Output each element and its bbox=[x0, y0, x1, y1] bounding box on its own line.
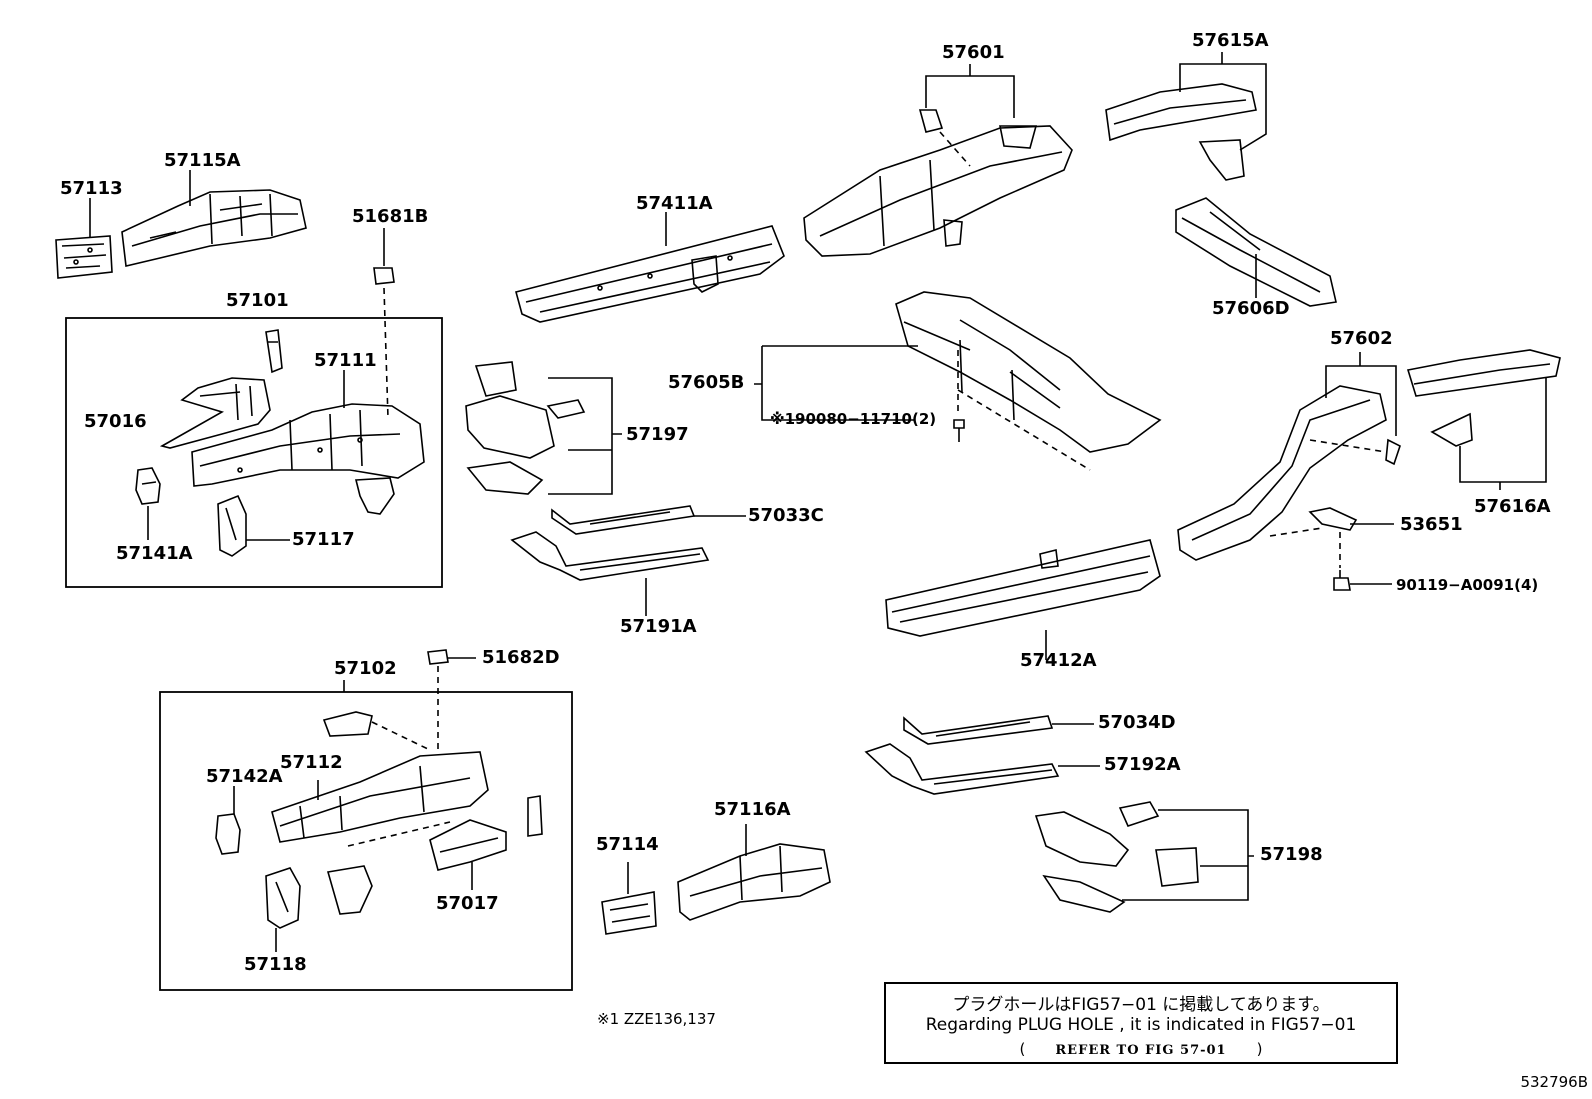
label-57615A: 57615A bbox=[1192, 30, 1269, 51]
part-57016 bbox=[159, 377, 271, 449]
label-57198: 57198 bbox=[1260, 844, 1323, 865]
label-57197: 57197 bbox=[626, 424, 689, 445]
part-190080-bolt bbox=[953, 419, 965, 442]
part-57606D bbox=[1175, 197, 1337, 307]
label-57113: 57113 bbox=[60, 178, 123, 199]
part-57192A bbox=[864, 743, 1060, 795]
label-57118: 57118 bbox=[244, 954, 307, 975]
part-57601 bbox=[803, 109, 1073, 257]
note-paren-open: ( bbox=[1019, 1040, 1026, 1058]
part-57412A bbox=[885, 539, 1161, 637]
note-paren-close: ) bbox=[1256, 1040, 1263, 1058]
label-57411A: 57411A bbox=[636, 193, 713, 214]
part-57197 bbox=[465, 361, 586, 495]
label-51681B: 51681B bbox=[352, 206, 429, 227]
label-57017: 57017 bbox=[436, 893, 499, 914]
part-57118 bbox=[265, 867, 301, 929]
part-57198 bbox=[1034, 801, 1199, 913]
label-57016: 57016 bbox=[84, 411, 147, 432]
part-57017-bracket bbox=[527, 795, 543, 837]
part-57016-bracket-top bbox=[265, 329, 283, 374]
label-57102: 57102 bbox=[334, 658, 397, 679]
label-90119-A0091: 90119−A0091(4) bbox=[1396, 576, 1539, 594]
label-57112: 57112 bbox=[280, 752, 343, 773]
label-57115A: 57115A bbox=[164, 150, 241, 171]
part-57141A bbox=[135, 467, 161, 505]
note-line-japanese: プラグホールはFIG57−01 に掲載してあります。 bbox=[952, 995, 1330, 1015]
label-51682D: 51682D bbox=[482, 647, 560, 668]
part-57605B bbox=[895, 291, 1162, 453]
part-57191A bbox=[510, 531, 710, 581]
label-57191A: 57191A bbox=[620, 616, 697, 637]
label-57412A: 57412A bbox=[1020, 650, 1097, 671]
part-57017 bbox=[429, 819, 507, 871]
label-57141A: 57141A bbox=[116, 543, 193, 564]
part-57114 bbox=[601, 891, 657, 935]
label-57606D: 57606D bbox=[1212, 298, 1290, 319]
part-57113 bbox=[55, 235, 113, 279]
model-footnote: ※1 ZZE136,137 bbox=[597, 1010, 716, 1028]
part-57111 bbox=[191, 403, 425, 487]
note-reference-text: REFER TO FIG 57-01 bbox=[1055, 1043, 1227, 1058]
label-57111: 57111 bbox=[314, 350, 377, 371]
plug-hole-note: プラグホールはFIG57−01 に掲載してあります。 Regarding PLU… bbox=[884, 982, 1398, 1064]
part-57016-gusset bbox=[354, 477, 395, 515]
group-box-57102 bbox=[159, 691, 573, 991]
label-57116A: 57116A bbox=[714, 799, 791, 820]
part-57033C bbox=[551, 505, 696, 535]
label-53651: 53651 bbox=[1400, 514, 1463, 535]
part-57112 bbox=[271, 751, 489, 843]
part-57102-bracket bbox=[322, 711, 373, 737]
part-57116A bbox=[677, 843, 831, 921]
part-57411A bbox=[515, 225, 785, 323]
label-57034D: 57034D bbox=[1098, 712, 1176, 733]
note-line-english: Regarding PLUG HOLE , it is indicated in… bbox=[925, 1015, 1357, 1035]
label-57114: 57114 bbox=[596, 834, 659, 855]
part-53651 bbox=[1308, 507, 1358, 531]
label-57033C: 57033C bbox=[748, 505, 824, 526]
part-57142A bbox=[215, 813, 241, 855]
label-57602: 57602 bbox=[1330, 328, 1393, 349]
part-57602 bbox=[1177, 385, 1401, 561]
part-90119-bolt bbox=[1333, 570, 1351, 591]
part-57115A bbox=[121, 189, 307, 267]
part-57615A bbox=[1105, 83, 1257, 181]
part-51681B bbox=[373, 267, 395, 285]
part-51682D bbox=[427, 649, 449, 665]
part-57117 bbox=[217, 494, 247, 557]
label-57142A: 57142A bbox=[206, 766, 283, 787]
label-57601: 57601 bbox=[942, 42, 1005, 63]
label-57616A: 57616A bbox=[1474, 496, 1551, 517]
label-57192A: 57192A bbox=[1104, 754, 1181, 775]
label-57117: 57117 bbox=[292, 529, 355, 550]
label-57605B: 57605B bbox=[668, 372, 745, 393]
label-57101: 57101 bbox=[226, 290, 289, 311]
part-57102-gusset bbox=[326, 865, 373, 915]
label-190080-11710: ※190080−11710(2) bbox=[770, 410, 937, 428]
part-57616A bbox=[1406, 349, 1561, 447]
group-box-57101 bbox=[65, 317, 443, 588]
note-line-reference: ( REFER TO FIG 57-01) bbox=[886, 1040, 1396, 1058]
part-57034D bbox=[903, 715, 1054, 745]
figure-id: 532796B bbox=[1520, 1073, 1588, 1091]
